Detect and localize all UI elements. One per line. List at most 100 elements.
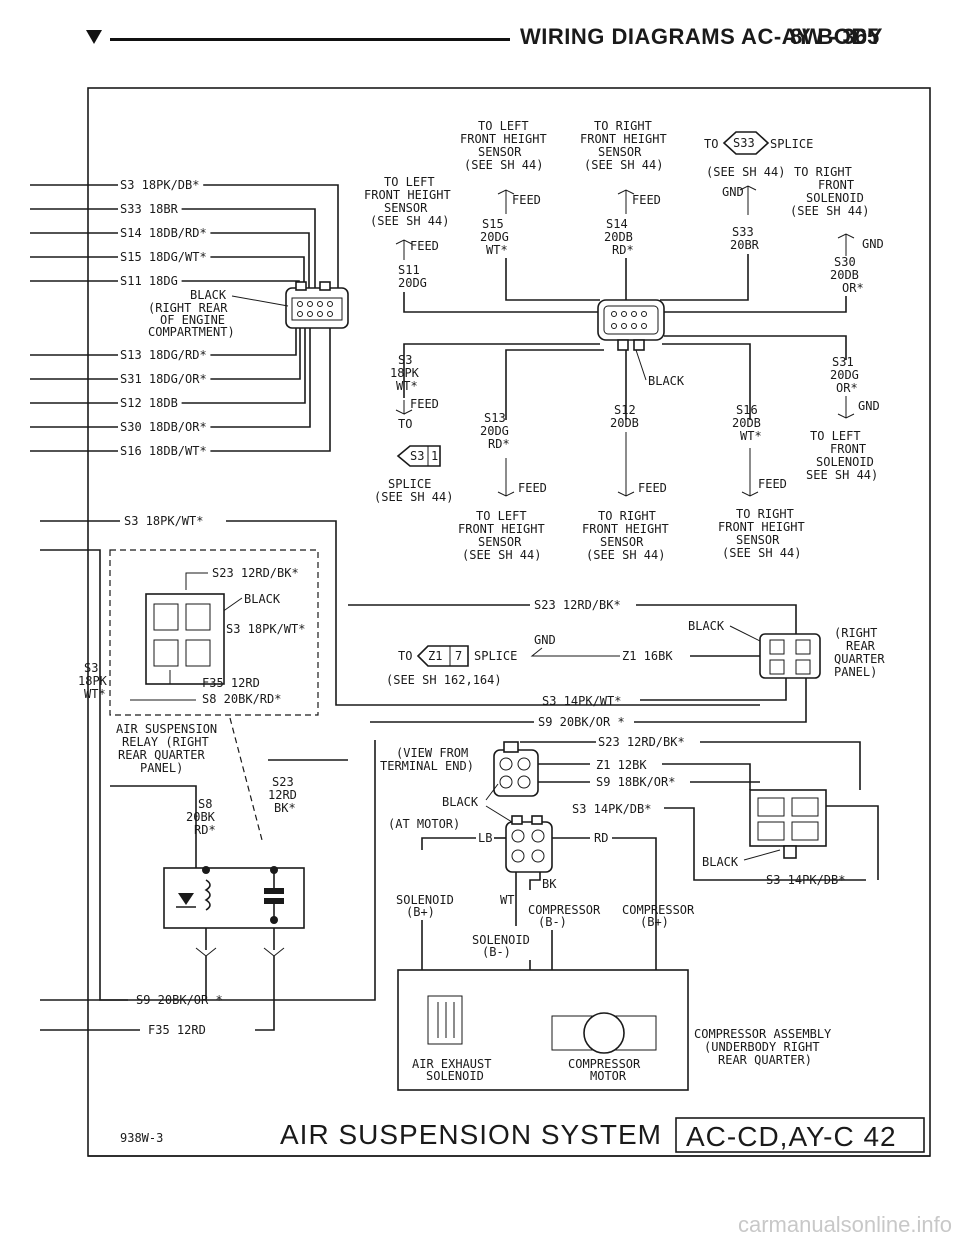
s16-feed: FEED — [758, 477, 787, 491]
footer-drawing-number: 938W-3 — [120, 1131, 163, 1145]
rp-s9-20bk: S9 20BK/OR * — [538, 715, 625, 729]
cs-sol-minus-2: (B-) — [482, 945, 511, 959]
rp-splice-label: SPLICE — [474, 649, 517, 663]
top-left-sensor2-l2: FRONT HEIGHT — [364, 188, 451, 202]
s15-feed: FEED — [512, 193, 541, 207]
rp-to: TO — [398, 649, 412, 663]
cs-exhaust-2: SOLENOID — [426, 1069, 484, 1083]
top-right-sensor-l1: TO RIGHT — [594, 119, 652, 133]
mid-connector-color: BLACK — [648, 374, 685, 388]
watermark: carmanualsonline.info — [737, 1212, 952, 1237]
compressor-motor-icon — [583, 1012, 625, 1054]
bd-right2-l2: FRONT HEIGHT — [718, 520, 805, 534]
cs-sol-plus-2: (B+) — [406, 905, 435, 919]
s30-gnd: GND — [862, 237, 884, 251]
engine-connector-location-3: COMPARTMENT) — [148, 325, 235, 339]
bd-left-l3: SENSOR — [478, 535, 522, 549]
left-wire-run — [210, 328, 301, 380]
bd-left-l1: TO LEFT — [476, 509, 527, 523]
top-right-solenoid-l2: FRONT — [818, 178, 854, 192]
cs-s3-14pk-db: S3 14PK/DB* — [572, 802, 651, 816]
rp-loc-1: (RIGHT — [834, 626, 877, 640]
s12-id: S12 — [614, 403, 636, 417]
top-right-sensor-l2: FRONT HEIGHT — [580, 132, 667, 146]
s13-color: RD* — [488, 437, 510, 451]
s33-gauge: 20BR — [730, 238, 760, 252]
top-destination-labels: TO LEFT FRONT HEIGHT SENSOR (SEE SH 44) … — [364, 119, 869, 228]
cs-exhaust-1: AIR EXHAUST — [412, 1057, 491, 1071]
cs-wt: WT — [500, 893, 514, 907]
rp-loc-2: REAR — [846, 639, 876, 653]
s15-id: S15 — [482, 217, 504, 231]
air-exhaust-solenoid-icon — [427, 995, 463, 1045]
s31-color: OR* — [836, 381, 858, 395]
s31-gauge: 20DG — [830, 368, 859, 382]
relay-s23-gauge: 12RD — [268, 788, 297, 802]
left-wire-label: S30 18DB/OR* — [120, 420, 207, 434]
left-wire-label: S13 18DG/RD* — [120, 348, 207, 362]
s16-color: WT* — [740, 429, 762, 443]
s16-id: S16 — [736, 403, 758, 417]
lf-solenoid-l3: SOLENOID — [816, 455, 874, 469]
ls3-feed: FEED — [410, 397, 439, 411]
left-wire-run — [210, 328, 331, 452]
cs-rd: RD — [594, 831, 608, 845]
cs-sol-minus-1: SOLENOID — [472, 933, 530, 947]
left-wire-run — [210, 256, 305, 288]
relay-s8-color: RD* — [194, 823, 216, 837]
relay-s3-pin: S3 18PK/WT* — [226, 622, 305, 636]
cs-comp-plus-2: (B+) — [640, 915, 669, 929]
upper-circuits: S11 20DG FEED S15 20DG WT* FEED S14 20DB… — [395, 185, 884, 295]
top-splice-ref: (SEE SH 44) — [706, 165, 785, 179]
left-wire-run — [181, 328, 306, 404]
top-left-sensor-l2: FRONT HEIGHT — [460, 132, 547, 146]
relay-s9: S9 20BK/OR * — [136, 993, 223, 1007]
s33-id: S33 — [732, 225, 754, 239]
cs-black: BLACK — [442, 795, 479, 809]
s11-gauge: 20DG — [398, 276, 427, 290]
s33-gnd: GND — [722, 185, 744, 199]
cs-comp-plus-1: COMPRESSOR — [622, 903, 695, 917]
relay-section: S3 18PK/WT* S23 12RD/BK* BLACK S3 18PK/W… — [40, 514, 760, 1037]
s14-gauge: 20DB — [604, 230, 633, 244]
left-wire-run — [203, 184, 339, 288]
rp-black: BLACK — [688, 619, 725, 633]
s14-color: RD* — [612, 243, 634, 257]
ls3-splice-id: S3 — [410, 449, 424, 463]
relay-s8: S8 20BK/RD* — [202, 692, 281, 706]
s12-gauge: 20DB — [610, 416, 639, 430]
rp-loc-4: PANEL) — [834, 665, 877, 679]
bd-right-l1: TO RIGHT — [598, 509, 656, 523]
top-right-sensor-l4: (SEE SH 44) — [584, 158, 663, 172]
footer-code: AC-CD,AY-C 42 — [686, 1121, 897, 1152]
left-wire-run — [210, 328, 311, 428]
bd-right-l2: FRONT HEIGHT — [582, 522, 669, 536]
s14-id: S14 — [606, 217, 628, 231]
s31-gnd: GND — [858, 399, 880, 413]
rp-s3-14pk: S3 14PK/WT* — [542, 694, 621, 708]
cs-bk: BK — [542, 877, 557, 891]
s30-gauge: 20DB — [830, 268, 859, 282]
left-wire-run — [210, 328, 297, 356]
top-left-sensor2-l3: SENSOR — [384, 201, 428, 215]
rp-loc-3: QUARTER — [834, 652, 885, 666]
s30-color: OR* — [842, 281, 864, 295]
left-wire-label: S16 18DB/WT* — [120, 444, 207, 458]
left-wire-label: S31 18DG/OR* — [120, 372, 207, 386]
relay-label-4: PANEL) — [140, 761, 183, 775]
top-splice-id: S33 — [733, 136, 755, 150]
s31-id: S31 — [832, 355, 854, 369]
cs-view-2: TERMINAL END) — [380, 759, 474, 773]
ls3-color: WT* — [396, 379, 418, 393]
cs-s3-right: S3 14PK/DB* — [766, 873, 845, 887]
cs-motor-2: MOTOR — [590, 1069, 627, 1083]
cs-s23: S23 12RD/BK* — [598, 735, 685, 749]
s13-id: S13 — [484, 411, 506, 425]
right-panel-section: S23 12RD/BK* TO Z1 7 SPLICE GND Z1 16BK … — [348, 598, 885, 729]
left-wire-label: S3 18PK/DB* — [120, 178, 199, 192]
page-header: WIRING DIAGRAMS AC-AY BODY 8W - 365 — [0, 18, 960, 58]
relay-f35-bottom: F35 12RD — [148, 1023, 206, 1037]
cs-assembly-1: COMPRESSOR ASSEMBLY — [694, 1027, 832, 1041]
